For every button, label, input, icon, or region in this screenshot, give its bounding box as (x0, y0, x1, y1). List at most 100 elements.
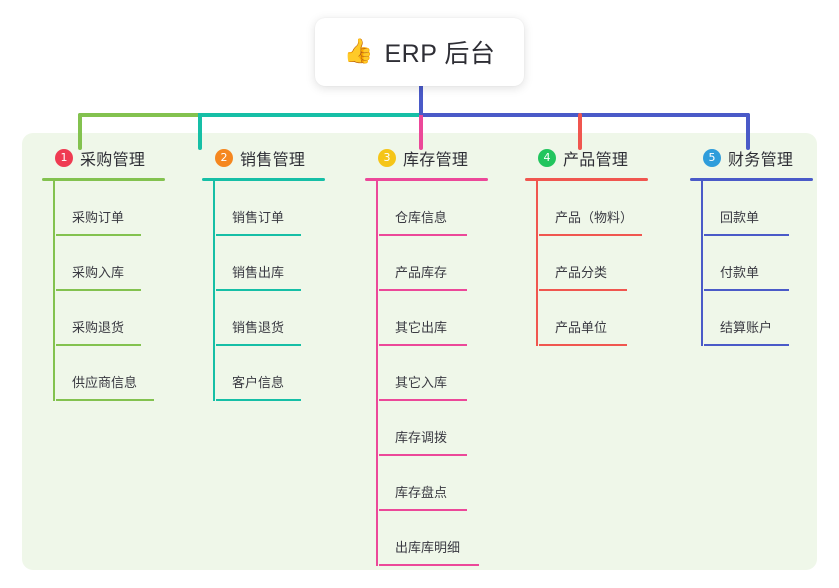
leaf-item[interactable]: 销售退货 (216, 291, 325, 346)
leaf-item[interactable]: 采购订单 (56, 181, 165, 236)
column-spine-2 (213, 181, 215, 401)
leaf-item-rule (56, 289, 141, 291)
leaf-item[interactable]: 产品库存 (379, 236, 488, 291)
leaf-item[interactable]: 产品分类 (539, 236, 648, 291)
connector-bus-blue (419, 113, 750, 117)
leaf-item[interactable]: 库存盘点 (379, 456, 488, 511)
leaf-item[interactable]: 产品（物料） (539, 181, 648, 236)
column-header-5[interactable]: 5 财务管理 (690, 145, 813, 171)
leaf-item-label: 销售退货 (232, 320, 285, 335)
column-title-5: 财务管理 (728, 152, 794, 169)
leaf-item[interactable]: 付款单 (704, 236, 813, 291)
leaf-item[interactable]: 客户信息 (216, 346, 325, 401)
leaf-item-label: 库存调拨 (395, 430, 448, 445)
connector-drop-column-2 (198, 113, 202, 150)
column-badge-5: 5 (703, 149, 721, 167)
leaf-item-rule (379, 509, 467, 511)
leaf-item-label: 客户信息 (232, 375, 285, 390)
connector-drop-column-5 (746, 113, 750, 150)
leaf-item-label: 供应商信息 (72, 375, 138, 390)
column-items-2: 销售订单销售出库销售退货客户信息 (202, 181, 325, 401)
column-title-3: 库存管理 (403, 152, 469, 169)
leaf-item-label: 产品库存 (395, 265, 448, 280)
leaf-item[interactable]: 库存调拨 (379, 401, 488, 456)
leaf-item-rule (56, 344, 141, 346)
leaf-item-rule (216, 399, 301, 401)
leaf-item[interactable]: 采购入库 (56, 236, 165, 291)
leaf-item-rule (379, 289, 467, 291)
leaf-item-label: 付款单 (720, 265, 760, 280)
leaf-item[interactable]: 回款单 (704, 181, 813, 236)
root-node-erp-backend[interactable]: 👍 ERP 后台 (315, 18, 524, 86)
leaf-item[interactable]: 其它出库 (379, 291, 488, 346)
connector-stem-root (419, 86, 423, 115)
column-5: 5 财务管理回款单付款单结算账户 (690, 145, 813, 346)
leaf-item-label: 其它出库 (395, 320, 448, 335)
diagram-background-panel (22, 133, 817, 570)
leaf-item-rule (704, 344, 789, 346)
leaf-item-rule (216, 289, 301, 291)
leaf-item-rule (379, 399, 467, 401)
column-badge-2: 2 (215, 149, 233, 167)
leaf-item[interactable]: 仓库信息 (379, 181, 488, 236)
leaf-item-label: 采购退货 (72, 320, 125, 335)
leaf-item[interactable]: 结算账户 (704, 291, 813, 346)
column-spine-5 (701, 181, 703, 346)
leaf-item-label: 采购订单 (72, 210, 125, 225)
leaf-item[interactable]: 出库库明细 (379, 511, 488, 566)
leaf-item[interactable]: 供应商信息 (56, 346, 165, 401)
column-items-3: 仓库信息产品库存其它出库其它入库库存调拨库存盘点出库库明细 (365, 181, 488, 566)
leaf-item[interactable]: 销售出库 (216, 236, 325, 291)
column-header-4[interactable]: 4 产品管理 (525, 145, 648, 171)
leaf-item[interactable]: 销售订单 (216, 181, 325, 236)
leaf-item-rule (216, 344, 301, 346)
leaf-item-rule (56, 399, 154, 401)
column-rule-1 (42, 178, 165, 181)
leaf-item-rule (539, 234, 642, 236)
connector-drop-column-3 (419, 113, 423, 150)
leaf-item-label: 采购入库 (72, 265, 125, 280)
leaf-item-label: 产品分类 (555, 265, 608, 280)
leaf-item-rule (379, 564, 479, 566)
connector-bus-teal (198, 113, 421, 117)
leaf-item-label: 出库库明细 (395, 540, 461, 555)
leaf-item-rule (704, 289, 789, 291)
leaf-item-label: 结算账户 (720, 320, 773, 335)
column-badge-4: 4 (538, 149, 556, 167)
thumbs-up-icon: 👍 (343, 38, 374, 65)
leaf-item-label: 回款单 (720, 210, 760, 225)
leaf-item-rule (216, 234, 301, 236)
leaf-item-rule (379, 454, 467, 456)
leaf-item-rule (539, 289, 627, 291)
column-rule-4 (525, 178, 648, 181)
column-items-1: 采购订单采购入库采购退货供应商信息 (42, 181, 165, 401)
leaf-item-label: 库存盘点 (395, 485, 448, 500)
column-items-5: 回款单付款单结算账户 (690, 181, 813, 346)
column-rule-5 (690, 178, 813, 181)
leaf-item[interactable]: 采购退货 (56, 291, 165, 346)
leaf-item-label: 产品单位 (555, 320, 608, 335)
leaf-item-rule (379, 344, 467, 346)
leaf-item-label: 其它入库 (395, 375, 448, 390)
leaf-item-rule (539, 344, 627, 346)
column-spine-1 (53, 181, 55, 401)
column-spine-3 (376, 181, 378, 566)
leaf-item[interactable]: 产品单位 (539, 291, 648, 346)
column-rule-3 (365, 178, 488, 181)
leaf-item-label: 产品（物料） (555, 210, 634, 225)
leaf-item-rule (379, 234, 467, 236)
leaf-item[interactable]: 其它入库 (379, 346, 488, 401)
column-4: 4 产品管理产品（物料） 产品分类产品单位 (525, 145, 648, 346)
leaf-item-rule (704, 234, 789, 236)
column-title-1: 采购管理 (80, 152, 146, 169)
column-items-4: 产品（物料） 产品分类产品单位 (525, 181, 648, 346)
column-rule-2 (202, 178, 325, 181)
leaf-item-label: 销售订单 (232, 210, 285, 225)
column-title-4: 产品管理 (563, 152, 629, 169)
